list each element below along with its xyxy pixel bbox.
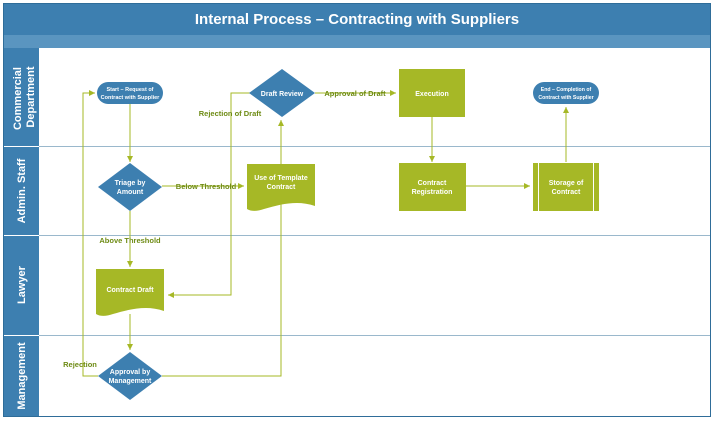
node-contract-draft: Contract Draft [96,269,164,316]
node-start-line2: Contract with Supplier [101,95,161,101]
node-approval-line2: Management [109,378,152,385]
node-contract-draft-line1: Contract Draft [106,287,154,294]
lane-label-commercial-line1: Commercial [12,67,24,130]
header-bar: Internal Process – Contracting with Supp… [4,4,710,48]
lane-label-lawyer: Lawyer [16,265,28,304]
node-template-contract: Use of Template Contract [247,164,315,211]
node-start-line1: Start – Request of [106,87,153,93]
lane-label-column [4,48,39,416]
node-template-line1: Use of Template [254,175,308,182]
node-storage-line1: Storage of [549,180,584,187]
node-draft-review-line1: Draft Review [261,91,304,98]
lane-label-admin: Admin. Staff [16,158,28,223]
edge-label-below-threshold: Below Threshold [176,182,237,191]
edge-label-rejection: Rejection [63,360,97,369]
diagram-frame [3,3,711,417]
node-execution: Execution [399,69,465,117]
node-start: Start – Request of Contract with Supplie… [97,82,163,104]
node-triage: Triage by Amount [98,163,162,211]
lane-label-commercial: Commercial Department [12,64,37,130]
node-approval-line1: Approval by [110,369,151,376]
node-contract-registration: Contract Registration [399,163,466,211]
node-registration-line1: Contract [418,180,447,187]
node-storage: Storage of Contract [533,163,599,211]
edge-label-above-threshold: Above Threshold [99,236,161,245]
node-triage-line1: Triage by [115,180,146,187]
edge-label-approval-of-draft: Approval of Draft [324,89,386,98]
node-storage-line2: Contract [552,189,581,196]
node-end: End – Completion of Contract with Suppli… [533,82,599,104]
edge-label-rejection-of-draft: Rejection of Draft [199,109,262,118]
lane-dividers [4,146,710,336]
node-end-line2: Contract with Supplier [538,95,593,101]
connectors [82,90,569,377]
edge-approval-rejection-to-start [82,90,98,377]
node-execution-line1: Execution [415,91,448,98]
lane-label-commercial-line2: Department [25,66,37,127]
diagram-title: Internal Process – Contracting with Supp… [195,11,519,28]
node-approval-management: Approval by Management [98,352,162,400]
node-registration-line2: Registration [412,189,453,196]
node-template-line2: Contract [267,184,296,191]
node-end-line1: End – Completion of [541,87,592,93]
node-triage-line2: Amount [117,189,144,196]
node-draft-review: Draft Review [249,69,315,117]
edge-approval-to-review [162,120,284,377]
lane-label-management: Management [16,342,28,410]
edge-review-rejection-to-draft [168,92,250,298]
